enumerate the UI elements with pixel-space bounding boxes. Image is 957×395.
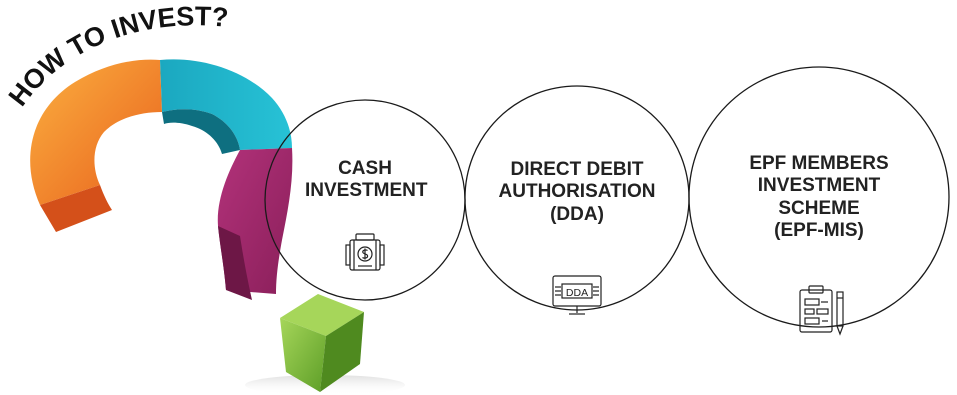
option-line: (DDA) bbox=[550, 203, 604, 225]
option-dda-label: DIRECT DEBIT AUTHORISATION (DDA) bbox=[487, 159, 667, 226]
cube-top bbox=[280, 294, 364, 336]
option-line: INVESTMENT bbox=[305, 180, 428, 202]
option-line: (EPF-MIS) bbox=[774, 220, 864, 242]
option-cash-investment-label: CASH INVESTMENT bbox=[305, 158, 428, 203]
headline-text: HOW TO INVEST? bbox=[3, 1, 230, 111]
question-mark-teal-inner bbox=[162, 109, 240, 154]
option-line: INVESTMENT bbox=[757, 175, 881, 197]
cash-briefcase-icon bbox=[345, 233, 385, 271]
cube-left bbox=[280, 318, 326, 392]
option-line: DIRECT DEBIT bbox=[510, 159, 644, 180]
question-mark-teal-segment bbox=[160, 59, 292, 150]
question-mark-magenta-side bbox=[218, 226, 252, 300]
circle-epf-mis bbox=[688, 66, 950, 328]
option-epf-mis-label: EPF MEMBERS INVESTMENT SCHEME (EPF-MIS) bbox=[729, 153, 909, 243]
clipboard-pen-icon bbox=[799, 285, 844, 336]
option-line: SCHEME bbox=[778, 197, 860, 219]
option-line: EPF MEMBERS bbox=[749, 153, 889, 174]
dda-monitor-icon-label: DDA bbox=[566, 287, 588, 299]
question-mark-orange-side bbox=[40, 185, 112, 232]
option-line: AUTHORISATION bbox=[498, 181, 656, 203]
option-line: CASH bbox=[338, 158, 392, 179]
headline: HOW TO INVEST? bbox=[3, 1, 230, 111]
cube-right bbox=[320, 312, 364, 392]
question-mark-orange-segment bbox=[30, 59, 162, 205]
dda-monitor-icon bbox=[552, 275, 602, 315]
